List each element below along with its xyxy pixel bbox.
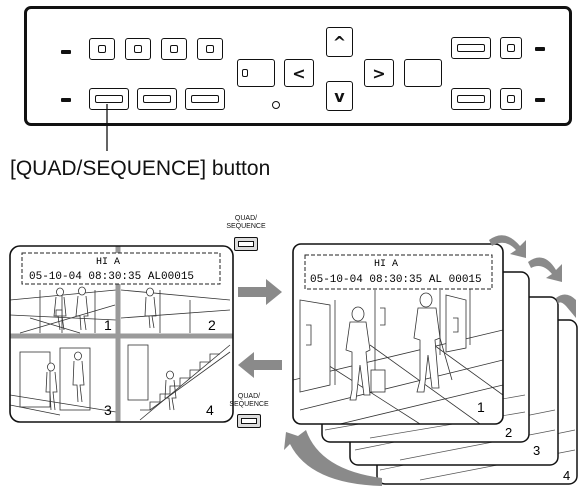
arrow-down-icon: v bbox=[334, 86, 345, 106]
right-arrow-button[interactable]: > bbox=[364, 59, 394, 87]
single-overlay-line2: 05-10-04 08:30:35 AL 00015 bbox=[310, 274, 482, 286]
button-led bbox=[241, 418, 257, 424]
button-led bbox=[134, 45, 142, 53]
panel-button-blank[interactable] bbox=[404, 59, 442, 87]
quad-overlay-line2: 05-10-04 08:30:35 AL00015 bbox=[29, 271, 194, 283]
quad-sequence-mini-button-bottom[interactable] bbox=[237, 414, 261, 428]
arrow-up-icon: ^ bbox=[332, 32, 347, 52]
stack-number-2: 2 bbox=[505, 425, 512, 440]
arrow-right-icon: > bbox=[372, 63, 386, 83]
down-arrow-button[interactable]: v bbox=[326, 81, 353, 111]
stack-number-1: 1 bbox=[477, 399, 485, 415]
quad-screen: 1 2 3 4 HI A 05-10-04 08:30:35 AL00015 bbox=[10, 246, 233, 422]
camera-button-1[interactable] bbox=[89, 38, 115, 60]
panel-button-right-top-wide[interactable] bbox=[451, 37, 491, 59]
button-led bbox=[507, 95, 515, 103]
panel-button-right-bottom-wide[interactable] bbox=[451, 88, 491, 110]
panel-button-right-bottom-small[interactable] bbox=[500, 88, 522, 110]
indicator-dash bbox=[61, 50, 71, 54]
quad-overlay-line1: HI A bbox=[96, 257, 120, 268]
single-overlay-line1: HI A bbox=[374, 259, 398, 270]
button-led bbox=[95, 95, 123, 103]
block-arrow-left-icon bbox=[238, 352, 282, 378]
indicator-dash bbox=[535, 98, 545, 102]
button-led bbox=[242, 69, 248, 77]
up-arrow-button[interactable]: ^ bbox=[326, 27, 353, 57]
button-led bbox=[191, 95, 219, 103]
camera-button-4[interactable] bbox=[197, 38, 223, 60]
arrow-left-icon: < bbox=[292, 63, 306, 83]
block-arrow-right-icon bbox=[238, 279, 282, 305]
quad-number-3: 3 bbox=[104, 402, 112, 418]
panel-button-menu[interactable] bbox=[237, 59, 275, 87]
camera-button-3[interactable] bbox=[161, 38, 187, 60]
quad-number-4: 4 bbox=[206, 402, 214, 418]
quad-sequence-button[interactable] bbox=[89, 88, 129, 110]
button-led bbox=[507, 44, 515, 52]
front-panel: < ^ v > bbox=[24, 6, 572, 126]
quad-sequence-mini-button-top[interactable] bbox=[234, 237, 258, 251]
button-led bbox=[457, 95, 485, 103]
quad-number-2: 2 bbox=[208, 317, 216, 333]
button-led bbox=[143, 95, 171, 103]
button-led bbox=[457, 44, 485, 52]
camera-button-2[interactable] bbox=[125, 38, 151, 60]
quad-number-1: 1 bbox=[104, 317, 112, 333]
left-arrow-button[interactable]: < bbox=[284, 59, 314, 87]
stack-number-4: 4 bbox=[563, 468, 570, 483]
indicator-dash bbox=[535, 47, 545, 51]
single-screen: HI A 05-10-04 08:30:35 AL 00015 1 bbox=[293, 244, 503, 424]
button-led bbox=[170, 45, 178, 53]
indicator-hole bbox=[272, 101, 280, 109]
panel-button-right-top-small[interactable] bbox=[500, 37, 522, 59]
quad-sequence-label-top: QUAD/ SEQUENCE bbox=[226, 215, 266, 230]
button-led bbox=[238, 241, 254, 247]
button-led bbox=[206, 45, 214, 53]
panel-button-wide-2[interactable] bbox=[137, 88, 177, 110]
button-led bbox=[98, 45, 106, 53]
quad-sequence-label-bottom: QUAD/ SEQUENCE bbox=[229, 393, 269, 408]
indicator-dash bbox=[61, 98, 71, 102]
stack-number-3: 3 bbox=[533, 443, 540, 458]
callout-label: [QUAD/SEQUENCE] button bbox=[10, 157, 271, 180]
panel-button-wide-3[interactable] bbox=[185, 88, 225, 110]
curved-arrow-icon bbox=[284, 235, 576, 486]
